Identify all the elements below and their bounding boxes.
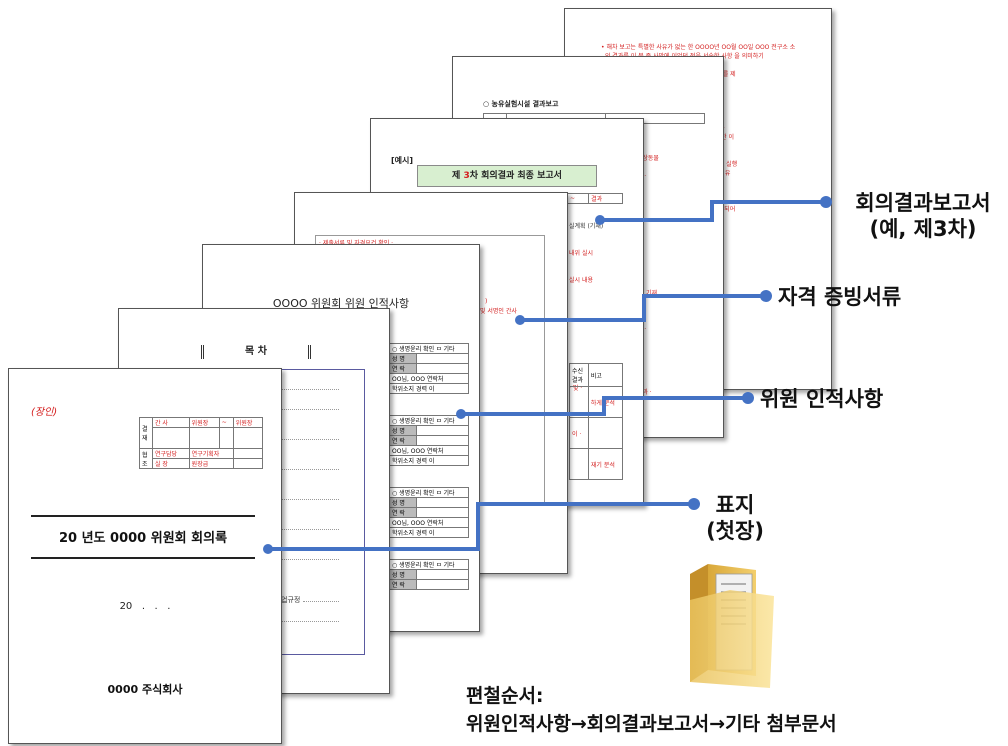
report-title-box: 제 3차 회의결과 최종 보고서 — [417, 165, 597, 187]
report-example-tag: [예시] — [391, 156, 414, 165]
profile-title: OOOO 위원회 위원 인적사항 — [272, 297, 410, 310]
label-qualification: 자격 증빙서류 — [778, 285, 902, 309]
folder-icon — [690, 564, 774, 688]
connector-report — [600, 200, 826, 222]
cover-date: 20 . . . — [119, 601, 171, 612]
cover-company: 0000 주식회사 — [107, 683, 183, 696]
toc-title: 목 차 — [245, 346, 267, 357]
report-summary-table: ~결과 — [566, 193, 623, 204]
profile-table-2: ○ 생명윤리 확인 ㅁ 기타 성 명 연 락 OO님, OOO 연락처 학위소지… — [389, 415, 469, 466]
label-report: 회의결과보고서 (예, 제3차) — [855, 191, 991, 241]
toc-footer-item: 업규정 — [281, 596, 301, 604]
report-title-suffix: 차 회의결과 최종 보고서 — [469, 171, 562, 181]
connector-profile-end-dot — [742, 392, 754, 404]
profile-table-4: ○ 생명윤리 확인 ㅁ 기타 성 명 연 락 — [389, 559, 469, 590]
cover-title: 20 년도 0000 위원회 회의록 — [58, 531, 228, 546]
cover-rule-bottom — [31, 557, 255, 559]
connector-report-start-dot — [595, 215, 605, 225]
connector-qualification — [520, 294, 766, 322]
profile-table-1: ○ 생명윤리 확인 ㅁ 기타 성 명 연 락 OO님, OOO 연락처 학위소지… — [389, 343, 469, 394]
connector-cover — [268, 502, 694, 551]
report-title-number: 3 — [463, 171, 470, 181]
connector-report-end-dot — [820, 196, 832, 208]
connector-profile-start-dot — [456, 409, 466, 419]
filing-order-sequence: 위원인적사항→회의결과보고서→기타 첨부문서 — [466, 713, 837, 735]
connector-profile — [461, 396, 748, 416]
connector-qualification-end-dot — [760, 290, 772, 302]
toc-title-bar: 목 차 — [201, 345, 311, 359]
cover-rule-top — [31, 515, 255, 517]
report-title-prefix: 제 — [452, 171, 464, 181]
label-cover: 표지 (첫장) — [706, 493, 764, 543]
approval-side-2: 협조 — [139, 448, 153, 469]
connector-qualification-start-dot — [515, 315, 525, 325]
cover-stamp-label: (장인) — [31, 407, 58, 418]
minutes-header: ○ 농유실험시설 결과보고 — [483, 100, 559, 108]
connector-cover-start-dot — [263, 544, 273, 554]
connector-cover-end-dot — [688, 498, 700, 510]
profile-table-3: ○ 생명윤리 확인 ㅁ 기타 성 명 연 락 OO님, OOO 연락처 학위소지… — [389, 487, 469, 538]
filing-order-title: 편철순서: — [466, 685, 544, 707]
label-profile: 위원 인적사항 — [760, 387, 884, 411]
